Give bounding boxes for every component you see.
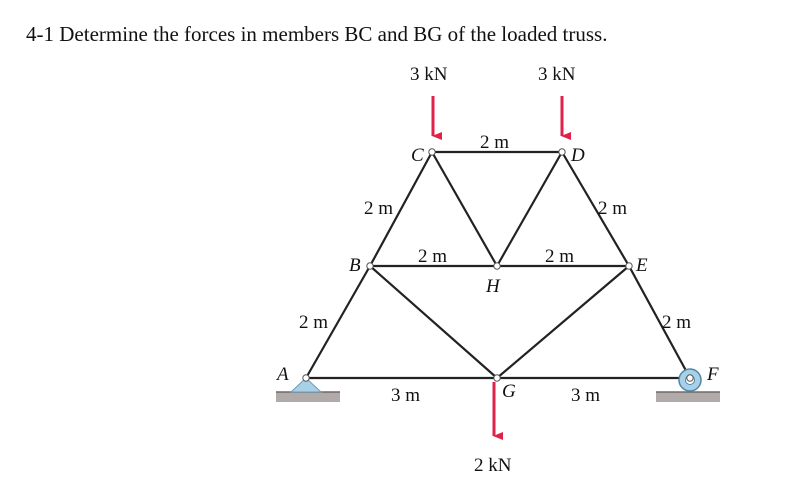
member-BG	[368, 264, 499, 380]
problem-title: 4-1 Determine the forces in members BC a…	[26, 22, 608, 46]
joint-B	[366, 262, 374, 270]
dim-label-BH: 2 m	[418, 246, 447, 267]
node-label-H: H	[485, 276, 501, 297]
node-label-E: E	[635, 255, 648, 276]
joint-F	[686, 374, 694, 382]
joint-G	[493, 374, 501, 382]
member-HD	[495, 150, 564, 268]
member-DE	[560, 150, 631, 268]
dim-label-AG: 3 m	[391, 385, 420, 406]
dim-label-AB: 2 m	[299, 312, 328, 333]
joint-C	[428, 148, 436, 156]
member-CH	[430, 150, 499, 268]
dim-label-BC: 2 m	[364, 198, 393, 219]
member-GE	[495, 264, 631, 380]
node-label-G: G	[502, 381, 516, 402]
node-label-B: B	[349, 255, 361, 276]
load-label-D: 3 kN	[538, 64, 576, 85]
truss-members	[304, 150, 692, 380]
member-AB	[304, 264, 372, 380]
ground-right	[656, 392, 720, 402]
joint-E	[625, 262, 633, 270]
node-label-A: A	[275, 364, 289, 385]
load-label-C: 3 kN	[410, 64, 448, 85]
dim-label-DE: 2 m	[598, 198, 627, 219]
pin-support-A	[289, 377, 323, 393]
truss-joints	[302, 148, 694, 382]
dim-label-GF: 3 m	[571, 385, 600, 406]
joint-D	[558, 148, 566, 156]
node-label-F: F	[706, 364, 719, 385]
ground-left	[276, 392, 340, 402]
load-label-G: 2 kN	[474, 455, 512, 476]
dim-label-CD: 2 m	[480, 132, 509, 153]
joint-H	[493, 262, 501, 270]
node-label-C: C	[411, 145, 424, 166]
node-label-D: D	[570, 145, 585, 166]
member-BC	[368, 150, 434, 268]
load-arrows	[431, 96, 571, 440]
joint-A	[302, 374, 310, 382]
dim-label-HE: 2 m	[545, 246, 574, 267]
member-EF	[627, 264, 692, 380]
dim-label-EF: 2 m	[662, 312, 691, 333]
